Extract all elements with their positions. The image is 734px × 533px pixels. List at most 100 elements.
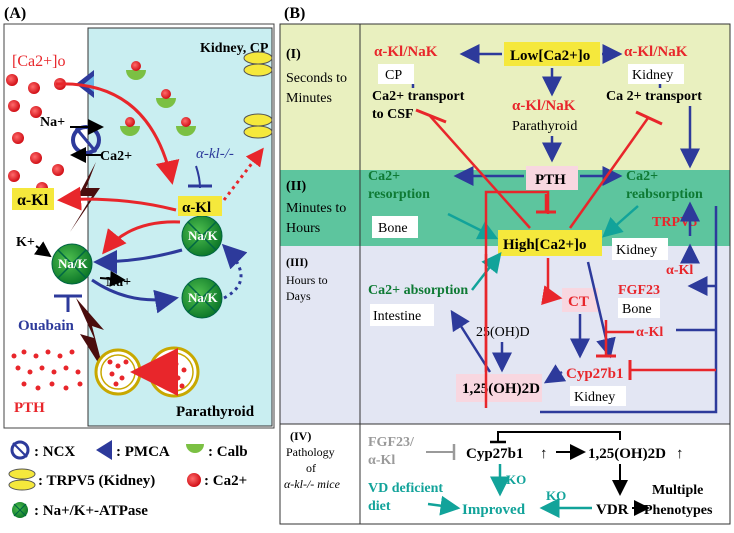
- legend-atpase-icon: [12, 502, 28, 518]
- row2-roman: (II): [286, 179, 307, 194]
- panel-b: (B) (I) Seconds to Minutes (II) Minutes …: [279, 5, 731, 525]
- ko-2: KO: [546, 488, 566, 503]
- kl-nak-center: α-Kl/NaK: [512, 98, 576, 114]
- panel-a-frame: [3, 23, 275, 429]
- ko-1: KO: [506, 472, 526, 487]
- na-plus-label: Na+: [40, 115, 65, 130]
- nak-center-label: Na/K: [188, 228, 219, 243]
- oh2-d-label: 1,25(OH)2D: [462, 381, 540, 397]
- calb-proteins: [120, 61, 196, 136]
- calcium-dots-extracellular: [6, 74, 66, 194]
- pth-dots: [11, 349, 83, 391]
- ca-resorption-1: Ca2+: [368, 169, 400, 184]
- low-ca-box: [504, 42, 600, 66]
- legend-calb: : Calb: [208, 444, 248, 460]
- panel-a-label: (A): [4, 5, 26, 22]
- legend-ncx-icon: [10, 440, 30, 460]
- legend-ncx: : NCX: [34, 444, 75, 460]
- kl-nak-right: α-Kl/NaK: [624, 44, 688, 60]
- parathyroid-b-label: Parathyroid: [512, 119, 577, 134]
- alpha-kl-left-label: α-Kl: [17, 192, 49, 209]
- legend-pmca: : PMCA: [116, 444, 170, 460]
- oh2-d-box: [456, 374, 542, 402]
- pth-box: [526, 166, 578, 190]
- alpha-kl-left-box: [12, 188, 54, 210]
- multiple-1: Multiple: [652, 483, 703, 498]
- high-ca-label: High[Ca2+]o: [503, 237, 587, 253]
- fgf23-label: FGF23: [618, 283, 660, 298]
- cp-label: CP: [385, 68, 402, 83]
- alpha-kl-row3-a: α-Kl: [666, 263, 693, 278]
- legend-trpv5: : TRPV5 (Kidney): [38, 473, 155, 489]
- oh-d-label: 25(OH)D: [476, 325, 530, 340]
- cyp27b1-label: Cyp27b1: [566, 366, 624, 382]
- parathyroid-label: Parathyroid: [176, 404, 255, 420]
- na-plus-label-2: Na+: [106, 275, 131, 290]
- legend-calb-icon: [186, 444, 204, 453]
- legend-ca-icon: [187, 473, 201, 487]
- band-pathology: [280, 424, 730, 524]
- lightning-bolt-bottom: [76, 298, 104, 372]
- row4-roman: (IV): [290, 429, 311, 443]
- row3-roman: (III): [286, 255, 308, 269]
- multiple-2: Phenotypes: [644, 503, 713, 518]
- fgf23-kl-1: FGF23/: [368, 435, 415, 450]
- legend-trpv5-icon: [8, 468, 36, 491]
- trpv5-channels: [243, 51, 273, 139]
- improved-label: Improved: [462, 502, 526, 518]
- row4-line3: α-kl-/- mice: [284, 477, 341, 491]
- bone-label: Bone: [378, 221, 408, 236]
- ca2-plus-label: Ca2+: [100, 149, 132, 164]
- pth-b-label: PTH: [535, 172, 566, 188]
- ca-absorption-label: Ca2+ absorption: [368, 283, 468, 298]
- ca-transport-csf-1: Ca2+ transport: [372, 89, 465, 104]
- vd-diet-1: VD deficient: [368, 481, 443, 496]
- alpha-kl-center-label: α-Kl: [182, 200, 211, 216]
- bone-2-label: Bone: [622, 302, 652, 317]
- fgf23-kl-2: α-Kl: [368, 453, 395, 468]
- vdr-label: VDR: [596, 502, 629, 518]
- panel-b-label: (B): [284, 5, 305, 22]
- ca-resorption-2: resorption: [368, 187, 430, 202]
- row2-line1: Minutes to: [286, 201, 346, 216]
- row3-line2: Days: [286, 289, 311, 303]
- ca-reabsorption-1: Ca2+: [626, 169, 658, 184]
- row4-line1: Pathology: [286, 445, 335, 459]
- calcium-influx-arrow: [55, 82, 180, 185]
- ouabain-label: Ouabain: [18, 318, 75, 334]
- extracellular-calcium-label: [Ca2+]o: [12, 53, 65, 70]
- kl-knockout-label: α-kl-/-: [196, 146, 234, 162]
- nak-left-label: Na/K: [58, 256, 89, 271]
- ca-reabsorption-2: reabsorption: [626, 187, 703, 202]
- kidney-bottom-label: Kidney: [574, 390, 615, 405]
- ct-label: CT: [568, 294, 589, 310]
- alpha-kl-center-box: [178, 196, 222, 216]
- legend: : NCX : PMCA : Calb : TRPV5 (Kidney) : C…: [8, 440, 248, 519]
- pth-label: PTH: [14, 400, 45, 416]
- kl-nak-left: α-Kl/NaK: [374, 44, 438, 60]
- ca-transport-right: Ca 2+ transport: [606, 89, 702, 104]
- k-plus-label: K+: [16, 235, 35, 250]
- legend-ca: : Ca2+: [204, 473, 247, 489]
- row4-line2: of: [306, 461, 316, 475]
- low-ca-label: Low[Ca2+]o: [510, 48, 590, 64]
- cyp27b1-iv: Cyp27b1: [466, 446, 524, 462]
- row3-line1: Hours to: [286, 273, 328, 287]
- kidney-top-label: Kidney: [632, 68, 673, 83]
- legend-atpase: : Na+/K+-ATPase: [34, 503, 148, 519]
- row1-line1: Seconds to: [286, 71, 347, 86]
- legend-pmca-icon: [96, 440, 112, 460]
- row-labels: (I) Seconds to Minutes (II) Minutes to H…: [284, 47, 347, 491]
- row2-line2: Hours: [286, 221, 320, 236]
- alpha-kl-row3-b: α-Kl: [636, 325, 663, 340]
- up-arrow-1: ↑: [540, 446, 548, 462]
- nak-lower-label: Na/K: [188, 290, 219, 305]
- ct-box: [562, 288, 598, 312]
- up-arrow-2: ↑: [676, 446, 684, 462]
- row1-line2: Minutes: [286, 91, 332, 106]
- intestine-label: Intestine: [373, 309, 421, 324]
- kidney-mid-label: Kidney: [616, 243, 657, 258]
- panel-a: (A) Kidney, CP [Ca2+]o Na+ Ca2+: [3, 5, 275, 429]
- ca-transport-csf-2: to CSF: [372, 107, 414, 122]
